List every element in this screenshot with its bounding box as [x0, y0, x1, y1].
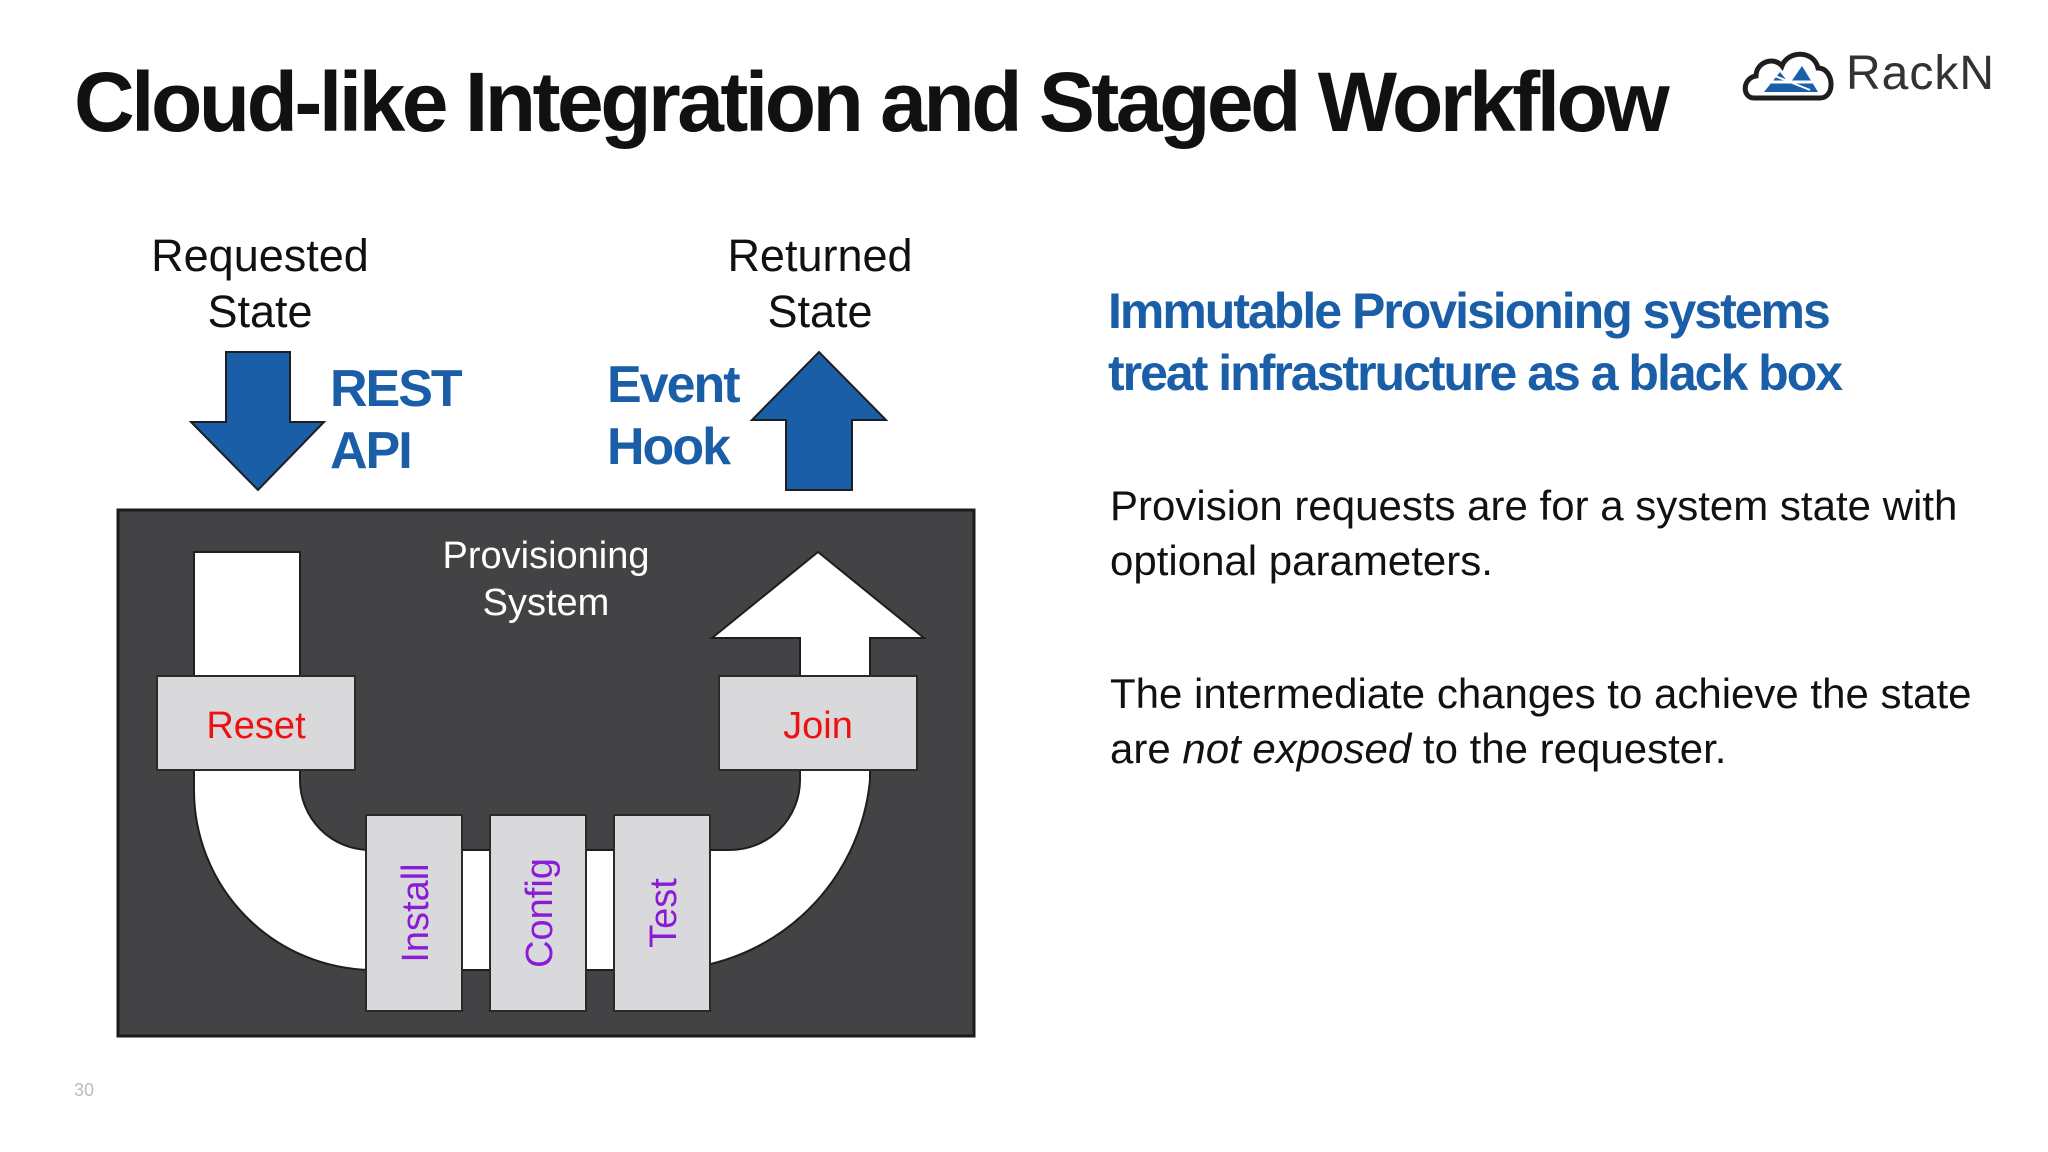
para2-text-end: to the requester. [1411, 725, 1727, 772]
para2-emphasis: not exposed [1182, 725, 1412, 772]
join-stage-box [718, 675, 918, 771]
requested-state-line2: State [207, 286, 313, 337]
requested-state-label: Requested State [130, 228, 390, 340]
para2-text-start: The intermediate changes to achieve the … [1110, 670, 1972, 772]
paragraph-intermediate: The intermediate changes to achieve the … [1110, 666, 2010, 776]
config-stage-box [489, 814, 587, 1012]
system-label-line1: Provisioning [443, 535, 650, 577]
returned-state-label: Returned State [695, 228, 945, 340]
test-stage-box [613, 814, 711, 1012]
brand-name: RackN [1846, 47, 1996, 100]
reset-stage-label: Reset [206, 705, 306, 747]
requested-state-line1: Requested [151, 230, 369, 281]
right-heading-line2: treat infrastructure as a black box [1108, 345, 1843, 401]
install-stage-label: Install [395, 863, 437, 962]
reset-stage-box [156, 675, 356, 771]
page-number: 30 [74, 1080, 95, 1100]
paragraph-provision: Provision requests are for a system stat… [1110, 482, 1958, 584]
slide-title: Cloud-like Integration and Staged Workfl… [74, 55, 1670, 149]
event-hook-line2: Hook [607, 418, 731, 476]
returned-state-line1: Returned [727, 230, 913, 281]
rest-api-label: REST API [330, 358, 463, 482]
event-hook-label: Event Hook [607, 354, 741, 478]
rest-api-line2: API [330, 422, 413, 480]
returned-state-line2: State [767, 286, 873, 337]
system-label-line2: System [483, 582, 610, 624]
rest-api-line1: REST [330, 360, 463, 418]
join-stage-label: Join [783, 705, 853, 747]
right-heading: Immutable Provisioning systems treat inf… [1108, 280, 2008, 404]
cloud-icon [1742, 51, 1834, 101]
test-stage-label: Test [643, 878, 685, 948]
config-stage-label: Config [519, 858, 561, 968]
rackn-logo: RackN [1740, 40, 2010, 110]
event-hook-line1: Event [607, 356, 741, 414]
install-stage-box [365, 814, 463, 1012]
provisioning-diagram: Provisioning System Reset Join Install C… [116, 350, 976, 1038]
up-arrow-icon [749, 350, 889, 491]
down-arrow-icon [188, 351, 327, 492]
right-heading-line1: Immutable Provisioning systems [1108, 283, 1831, 339]
